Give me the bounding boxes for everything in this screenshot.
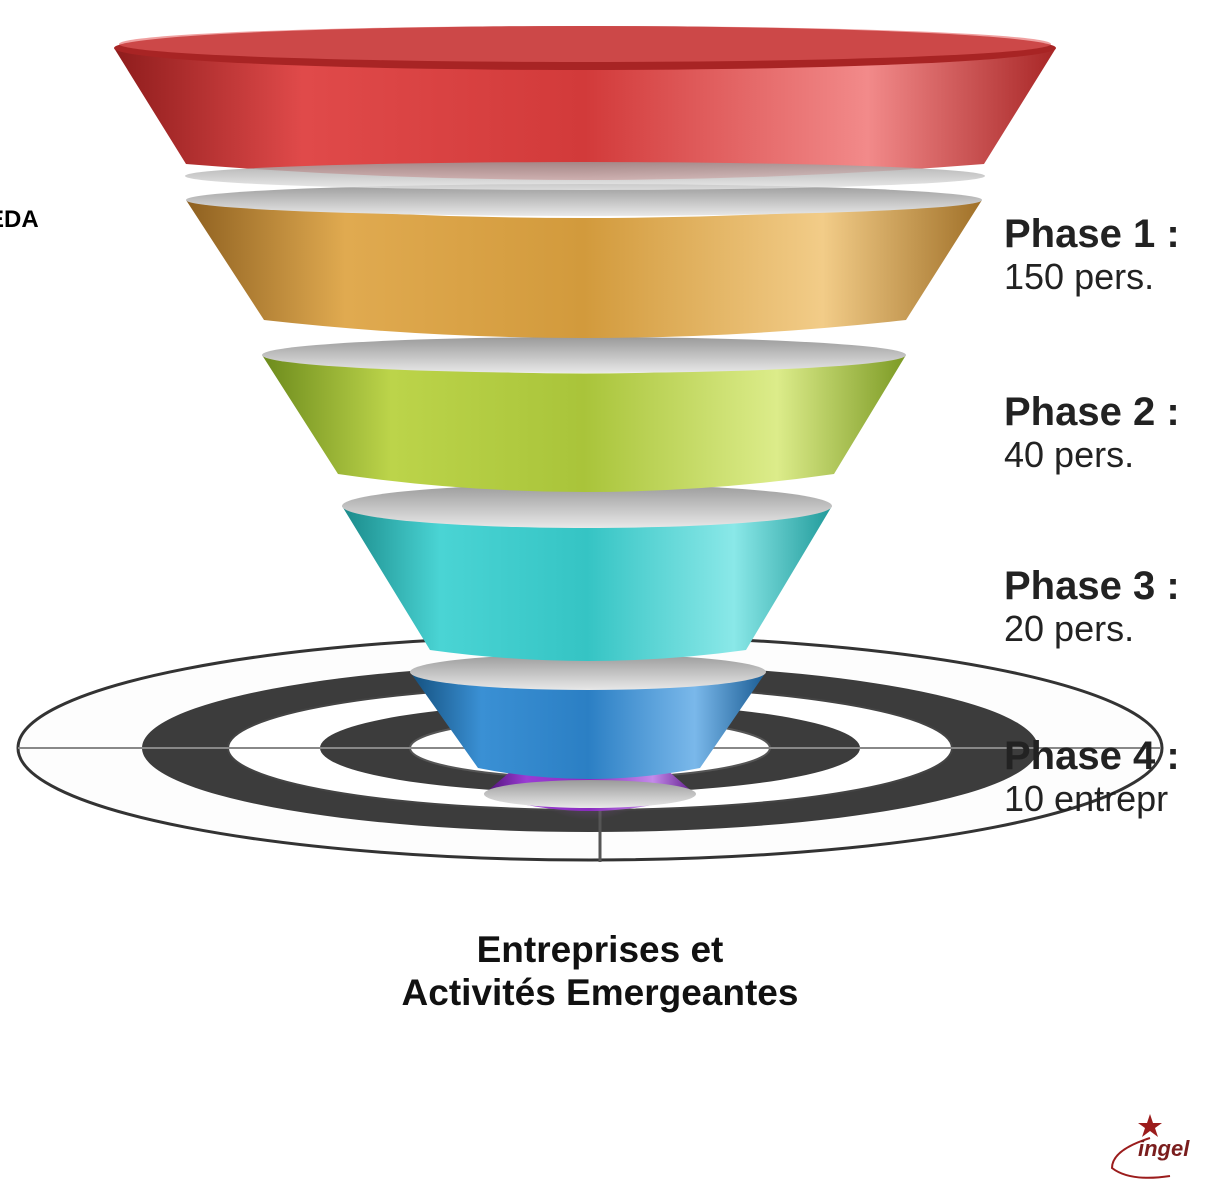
caption-line-2: Activités Emergeantes — [401, 972, 799, 1013]
funnel-tier-4 — [342, 484, 832, 661]
logo: ingel — [1104, 1106, 1214, 1176]
phase-2-value: 40 pers. — [1004, 434, 1135, 475]
phase-3-title: Phase 3 : — [1004, 564, 1180, 608]
phase-2-title: Phase 2 : — [1004, 390, 1180, 434]
phase-3: Phase 3 : 20 pers. — [1004, 564, 1180, 650]
funnel-tier-3 — [262, 337, 906, 492]
logo-text: ingel — [1138, 1136, 1190, 1161]
side-label: EDA — [0, 206, 39, 233]
funnel-tier-5 — [410, 654, 766, 779]
phase-1: Phase 1 : 150 pers. — [1004, 212, 1180, 298]
caption-line-1: Entreprises et — [476, 929, 724, 970]
ingel-logo — [1110, 1114, 1171, 1179]
star-icon — [1138, 1114, 1162, 1137]
funnel-tier-1 — [114, 26, 1056, 190]
phase-1-value: 150 pers. — [1004, 256, 1155, 297]
funnel-tier-2 — [186, 184, 982, 338]
phase-1-title: Phase 1 : — [1004, 212, 1180, 256]
phase-4: Phase 4 : 10 entrepr — [1004, 734, 1180, 820]
phase-4-value: 10 entrepr — [1004, 778, 1169, 819]
bottom-caption: Entreprises et Activités Emergeantes — [300, 928, 900, 1014]
phase-3-value: 20 pers. — [1004, 608, 1135, 649]
phase-2: Phase 2 : 40 pers. — [1004, 390, 1180, 476]
phase-4-title: Phase 4 : — [1004, 734, 1180, 778]
